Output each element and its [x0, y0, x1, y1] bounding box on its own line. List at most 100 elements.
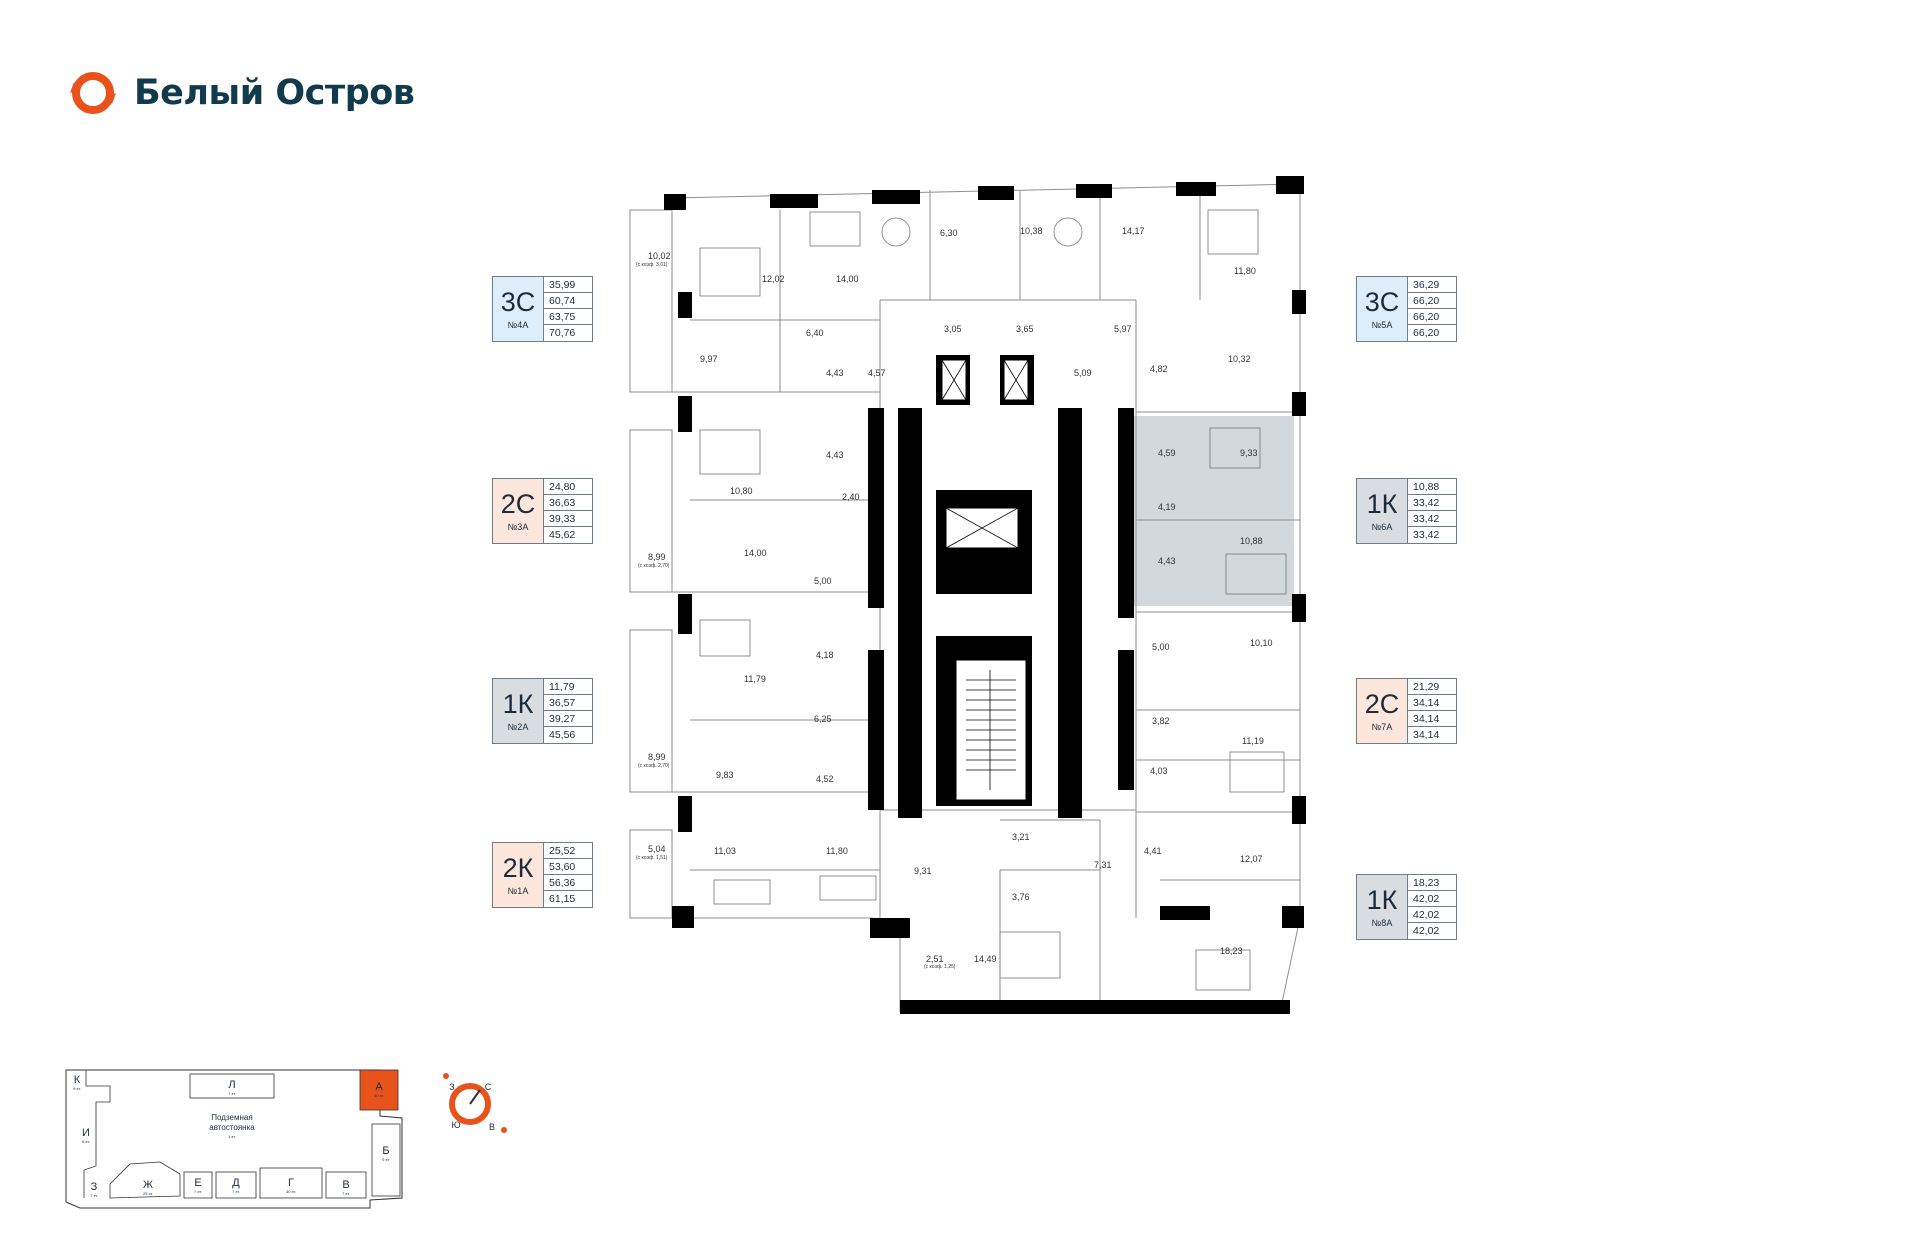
area-value: 36,63: [544, 495, 592, 511]
room-area-label: 11,80: [1234, 266, 1256, 276]
site-section-letter: А: [375, 1081, 383, 1093]
room-area-label: 4,03: [1150, 766, 1168, 776]
room-area-label: 14,17: [1122, 226, 1145, 236]
compass-south: Ю: [451, 1120, 460, 1130]
site-section-letter: Ж: [143, 1179, 153, 1191]
room-area-label: (с коэф. 2,70): [638, 563, 670, 569]
area-value: 18,23: [1408, 875, 1456, 891]
room-area-label: 10,38: [1020, 226, 1043, 236]
area-value: 42,02: [1408, 907, 1456, 923]
area-value: 36,29: [1408, 277, 1456, 293]
site-section-floors: 7 эт.: [90, 1193, 98, 1198]
site-section-letter: И: [82, 1127, 90, 1139]
apartment-number: №1А: [507, 885, 529, 896]
room-area-label: 3,65: [1016, 324, 1034, 334]
room-area-label: 5,09: [1074, 368, 1092, 378]
apartment-number: №4А: [507, 319, 529, 330]
area-value: 45,62: [549, 529, 576, 541]
room-area-label: 4,59: [1158, 448, 1176, 458]
area-value: 63,75: [544, 309, 592, 325]
room-area-label: 2,51: [926, 954, 944, 964]
site-section-floors: 7 эт.: [232, 1189, 240, 1194]
apartment-number: №2А: [507, 721, 529, 732]
apartment-number: №7А: [1371, 721, 1393, 732]
room-area-label: (с коэф. 3,01): [636, 262, 668, 268]
compass-north: С: [485, 1082, 492, 1092]
site-section-floors: 7 эт.: [228, 1091, 236, 1096]
apartment-number: №8А: [1371, 917, 1393, 928]
area-value: 36,57: [544, 695, 592, 711]
room-area-label: 4,57: [868, 368, 886, 378]
area-value: 33,42: [1408, 495, 1456, 511]
room-area-label: 10,32: [1228, 354, 1251, 364]
area-value: 33,42: [1408, 511, 1456, 527]
area-value: 34,14: [1413, 729, 1440, 741]
apartment-number: №3А: [507, 521, 529, 532]
room-area-label: 8,99: [648, 752, 666, 762]
area-value: 66,20: [1408, 293, 1456, 309]
parking-label: автостоянка: [209, 1123, 255, 1132]
apartment-number: №5А: [1371, 319, 1393, 330]
area-value: 70,76: [549, 327, 576, 339]
room-area-label: 14,49: [974, 954, 997, 964]
room-area-label: (с коэф. 1,25): [924, 964, 956, 970]
site-section-a[interactable]: [359, 1069, 399, 1111]
area-value: 45,56: [549, 729, 576, 741]
site-section-letter: В: [342, 1179, 349, 1191]
area-value: 39,33: [544, 511, 592, 527]
apartment-type: 3С: [1364, 286, 1400, 317]
site-plan: К 9 эт. Л 7 эт. А 10 эт. И 6 эт. Б 9 эт.…: [65, 1069, 403, 1209]
room-area-label: 5,97: [1114, 324, 1132, 334]
compass-west: З: [449, 1082, 454, 1092]
area-value: 33,42: [1413, 529, 1440, 541]
area-value: 56,36: [544, 875, 592, 891]
room-area-label: (с коэф. 1,51): [636, 855, 668, 861]
area-value: 11,79: [544, 679, 592, 695]
area-value: 60,74: [544, 293, 592, 309]
room-area-label: 9,33: [1240, 448, 1258, 458]
room-area-label: 10,80: [730, 486, 753, 496]
area-value: 34,14: [1408, 711, 1456, 727]
site-section-letter: Е: [194, 1177, 201, 1189]
room-area-label: 10,02: [648, 251, 671, 261]
apartment-type: 2К: [502, 852, 534, 883]
room-area-label: 6,30: [940, 228, 958, 238]
room-area-label: 11,19: [1242, 736, 1264, 746]
apartment-type: 1К: [502, 688, 534, 719]
room-area-label: 3,82: [1152, 716, 1170, 726]
area-value: 35,99: [544, 277, 592, 293]
site-section-floors: 10 эт.: [374, 1093, 384, 1098]
room-area-label: 14,00: [836, 274, 859, 284]
room-area-label: (с коэф. 2,70): [638, 763, 670, 769]
room-area-label: 4,43: [1158, 556, 1176, 566]
area-value: 21,29: [1408, 679, 1456, 695]
apartment-type: 1К: [1366, 488, 1398, 519]
apartment-type: 1К: [1366, 884, 1398, 915]
compass-east: В: [489, 1122, 495, 1132]
room-area-label: 18,23: [1220, 946, 1243, 956]
area-value: 53,60: [544, 859, 592, 875]
room-area-label: 6,25: [814, 714, 832, 724]
room-area-label: 9,83: [716, 770, 734, 780]
area-value: 66,20: [1413, 327, 1440, 339]
room-area-label: 10,10: [1250, 638, 1273, 648]
site-section-floors: 6 эт.: [82, 1139, 90, 1144]
room-area-label: 10,88: [1240, 536, 1263, 546]
area-value: 42,02: [1408, 891, 1456, 907]
brand-name: Белый Остров: [134, 73, 415, 113]
room-area-label: 9,31: [914, 866, 932, 876]
site-section-letter: К: [74, 1074, 81, 1086]
parking-label: Подземная: [211, 1113, 252, 1122]
brand-logo[interactable]: Белый Остров: [66, 66, 415, 120]
area-value: 34,14: [1408, 695, 1456, 711]
room-area-label: 7,31: [1094, 860, 1112, 870]
